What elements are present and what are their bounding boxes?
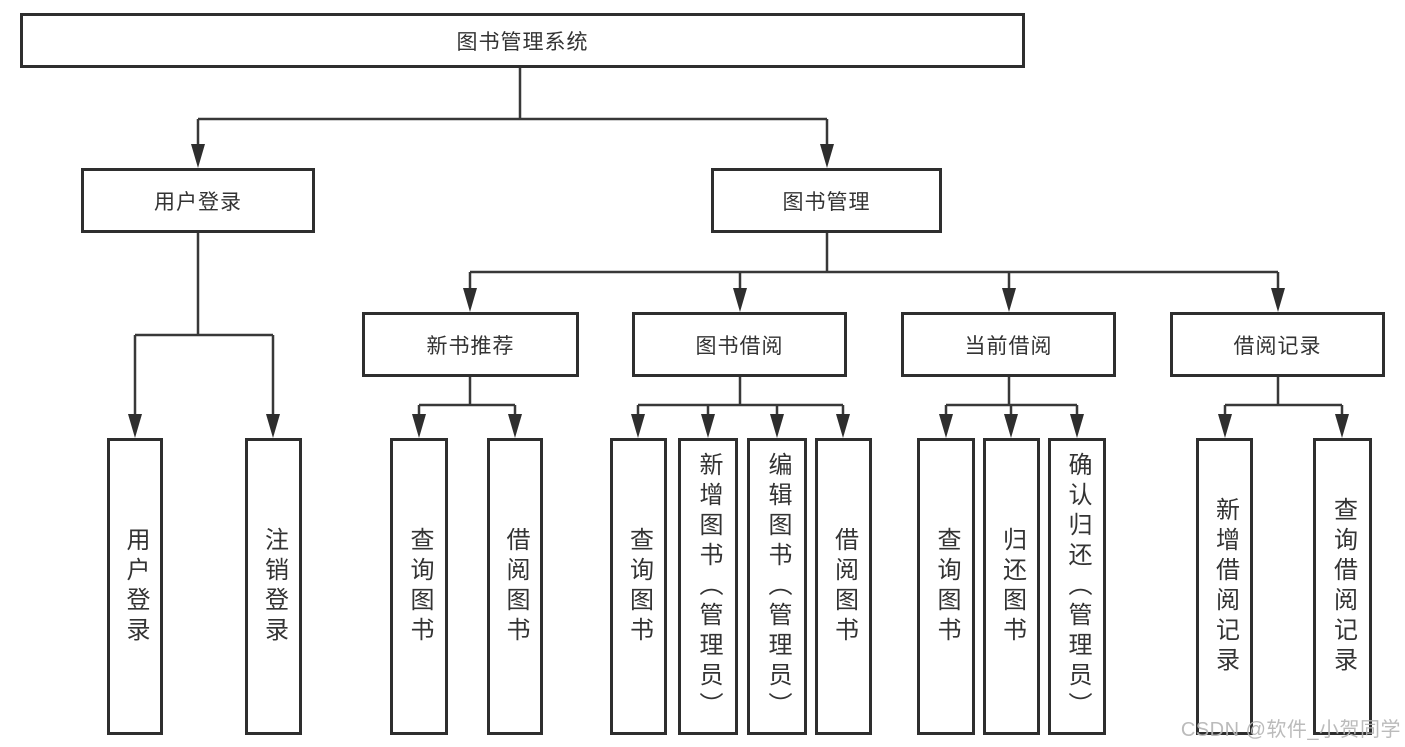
arrowheads bbox=[128, 144, 1349, 438]
leaf-add-books-admin: 新增图书（管理员） bbox=[678, 438, 738, 735]
arrowhead-icon bbox=[1070, 414, 1084, 438]
leaf-query-books-recommend: 查询图书 bbox=[390, 438, 448, 735]
node-book-management: 图书管理 bbox=[711, 168, 942, 233]
leaf-borrow-books-borrowing: 借阅图书 bbox=[815, 438, 872, 735]
leaf-user-login: 用户登录 bbox=[107, 438, 163, 735]
leaf-query-books-borrowing: 查询图书 bbox=[610, 438, 667, 735]
arrowhead-icon bbox=[631, 414, 645, 438]
csdn-watermark: CSDN @软件_小贺同学 bbox=[1180, 719, 1401, 741]
arrowhead-icon bbox=[836, 414, 850, 438]
node-current-borrowing: 当前借阅 bbox=[901, 312, 1116, 377]
leaf-borrow-books-recommend: 借阅图书 bbox=[487, 438, 543, 735]
leaf-query-books-current: 查询图书 bbox=[917, 438, 975, 735]
node-library-management-system: 图书管理系统 bbox=[20, 13, 1025, 68]
arrowhead-icon bbox=[1004, 414, 1018, 438]
leaf-return-books: 归还图书 bbox=[983, 438, 1040, 735]
arrowhead-icon bbox=[266, 414, 280, 438]
arrowhead-icon bbox=[463, 288, 477, 312]
arrowhead-icon bbox=[1002, 288, 1016, 312]
arrowhead-icon bbox=[508, 414, 522, 438]
node-book-borrowing: 图书借阅 bbox=[632, 312, 847, 377]
arrowhead-icon bbox=[701, 414, 715, 438]
leaf-logout: 注销登录 bbox=[245, 438, 302, 735]
node-user-login: 用户登录 bbox=[81, 168, 315, 233]
leaf-confirm-return-admin: 确认归还（管理员） bbox=[1048, 438, 1106, 735]
arrowhead-icon bbox=[128, 414, 142, 438]
connector-paths bbox=[133, 68, 1344, 416]
arrowhead-icon bbox=[939, 414, 953, 438]
leaf-add-borrow-record: 新增借阅记录 bbox=[1196, 438, 1253, 735]
arrowhead-icon bbox=[1271, 288, 1285, 312]
leaf-query-borrow-record: 查询借阅记录 bbox=[1313, 438, 1372, 735]
arrowhead-icon bbox=[1218, 414, 1232, 438]
leaf-edit-books-admin: 编辑图书（管理员） bbox=[747, 438, 807, 735]
arrowhead-icon bbox=[770, 414, 784, 438]
node-borrowing-records: 借阅记录 bbox=[1170, 312, 1385, 377]
arrowhead-icon bbox=[191, 144, 205, 168]
arrowhead-icon bbox=[820, 144, 834, 168]
arrowhead-icon bbox=[412, 414, 426, 438]
arrowhead-icon bbox=[733, 288, 747, 312]
node-new-book-recommend: 新书推荐 bbox=[362, 312, 579, 377]
arrowhead-icon bbox=[1335, 414, 1349, 438]
